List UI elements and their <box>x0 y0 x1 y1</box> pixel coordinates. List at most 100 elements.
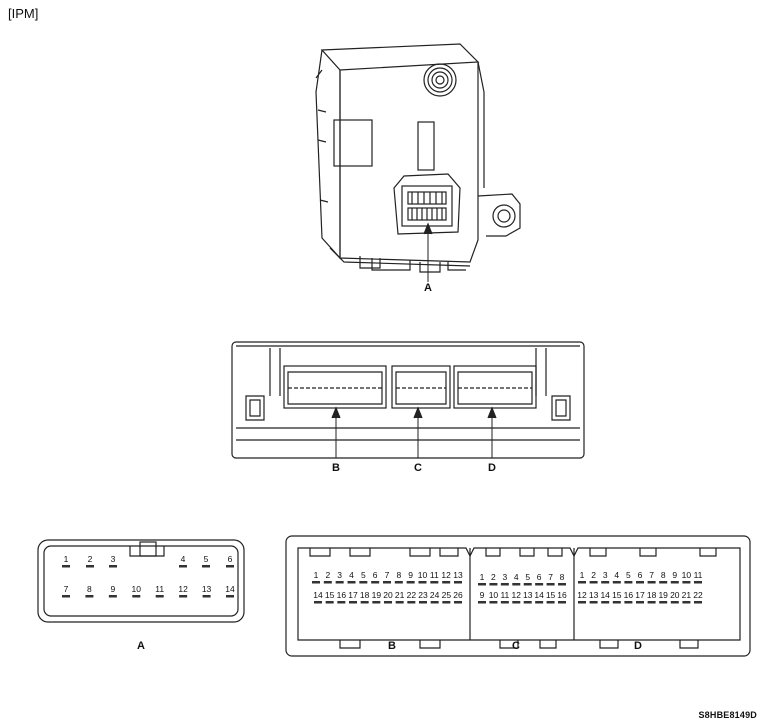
connector-c-pin-13: 13 <box>523 590 533 600</box>
connector-c-pin-3: 3 <box>502 572 507 582</box>
connector-d-terminal-19 <box>659 601 668 604</box>
connector-b-terminal-20 <box>384 601 392 604</box>
label-front-b: B <box>332 462 340 474</box>
connector-d-pin-19: 19 <box>658 590 668 600</box>
connector-b-pin-4: 4 <box>349 570 354 580</box>
connector-a-pin-10: 10 <box>132 584 142 594</box>
connector-b-pin-17: 17 <box>348 590 358 600</box>
connector-c-terminal-12 <box>512 601 521 604</box>
connector-d-terminal-10 <box>682 581 691 584</box>
connector-d-terminal-15 <box>612 601 621 604</box>
connector-b-pin-15: 15 <box>325 590 335 600</box>
connector-d-terminal-14 <box>601 601 610 604</box>
connector-b-pin-5: 5 <box>361 570 366 580</box>
connector-b-pin-14: 14 <box>313 590 323 600</box>
connector-b-pin-6: 6 <box>373 570 378 580</box>
connector-a-pin-2: 2 <box>88 554 93 564</box>
connector-b-pin-11: 11 <box>430 570 439 580</box>
connector-d-terminal-16 <box>624 601 633 604</box>
connector-b-terminal-10 <box>418 581 427 584</box>
connector-b-terminal-17 <box>349 601 357 604</box>
connector-d-terminal-18 <box>647 601 656 604</box>
connector-a-pin-1: 1 <box>64 554 69 564</box>
connector-c-terminal-4 <box>512 583 521 586</box>
label-module-connector-a: A <box>424 282 432 294</box>
connector-b-terminal-2 <box>323 581 332 584</box>
connector-b-terminal-16 <box>337 601 346 604</box>
connector-b-terminal-8 <box>394 581 403 584</box>
connector-c-terminal-1 <box>478 583 486 586</box>
connector-c-pin-16: 16 <box>557 590 567 600</box>
connector-b-terminal-18 <box>360 601 369 604</box>
connector-d-pin-5: 5 <box>626 570 631 580</box>
connector-c-terminal-15 <box>546 601 555 604</box>
connector-a-pin-5: 5 <box>204 554 209 564</box>
connector-d-terminal-5 <box>624 581 633 584</box>
connector-d-terminal-13 <box>589 601 598 604</box>
connector-d-terminal-12 <box>578 601 586 604</box>
connector-d-terminal-7 <box>647 581 656 584</box>
connector-d-terminal-2 <box>589 581 598 584</box>
connector-b-terminal-12 <box>442 581 451 584</box>
connector-d-pin-10: 10 <box>682 570 692 580</box>
figure-code: S8HBE8149D <box>698 710 757 720</box>
connector-d-terminal-11 <box>694 581 702 584</box>
connector-c-pin-4: 4 <box>514 572 519 582</box>
connector-c-terminal-3 <box>500 583 509 586</box>
connector-b-terminal-1 <box>312 581 320 584</box>
connector-c-pin-7: 7 <box>548 572 553 582</box>
connector-a-terminal-13 <box>202 595 211 598</box>
connector-c-terminal-10 <box>489 601 498 604</box>
connector-c-terminal-14 <box>535 601 544 604</box>
connector-a-terminal-7 <box>62 595 70 598</box>
connector-c-pin-12: 12 <box>512 590 522 600</box>
connector-b-pin-18: 18 <box>360 590 370 600</box>
connector-b-pin-21: 21 <box>395 590 405 600</box>
connector-d-pin-22: 22 <box>693 590 703 600</box>
connector-d-pin-4: 4 <box>614 570 619 580</box>
connector-a-terminal-11 <box>155 595 164 598</box>
ipm-module-drawing <box>315 43 521 273</box>
connector-c-pin-2: 2 <box>491 572 496 582</box>
connector-b-pin-23: 23 <box>418 590 428 600</box>
connector-b-terminal-5 <box>359 581 368 584</box>
connector-a-pin-4: 4 <box>181 554 186 564</box>
connector-b-terminal-14 <box>314 601 322 604</box>
connector-c-pin-10: 10 <box>489 590 499 600</box>
connector-c-terminal-2 <box>489 583 498 586</box>
connector-b-pin-12: 12 <box>441 570 451 580</box>
connector-c-terminal-7 <box>546 583 555 586</box>
connector-d-terminal-21 <box>682 601 691 604</box>
connector-b-pin-25: 25 <box>442 590 452 600</box>
connector-c-terminal-9 <box>478 601 486 604</box>
page-title: [IPM] <box>8 6 39 21</box>
connector-d-pin-9: 9 <box>672 570 677 580</box>
connector-b-pin-19: 19 <box>372 590 382 600</box>
connector-d-terminal-17 <box>636 601 644 604</box>
connector-d-pin-21: 21 <box>682 590 692 600</box>
connector-a-terminal-2 <box>86 565 94 568</box>
connector-d-pin-7: 7 <box>649 570 654 580</box>
connector-b-terminal-24 <box>430 601 439 604</box>
connector-b-pin-16: 16 <box>337 590 347 600</box>
connector-b-terminal-4 <box>347 581 356 584</box>
connector-a-pin-11: 11 <box>155 584 164 594</box>
connector-b-terminal-15 <box>325 601 334 604</box>
connector-d-terminal-9 <box>670 581 679 584</box>
connector-b-terminal-19 <box>372 601 381 604</box>
connector-a-terminal-10 <box>132 595 141 598</box>
connector-d-terminal-20 <box>670 601 679 604</box>
connector-d-pin-8: 8 <box>661 570 666 580</box>
connector-b-pin-8: 8 <box>396 570 401 580</box>
label-connector-c: C <box>512 640 520 652</box>
connector-a-face <box>37 539 245 623</box>
connector-b-terminal-25 <box>442 601 451 604</box>
connector-c-pin-15: 15 <box>546 590 556 600</box>
connector-d-terminal-3 <box>601 581 610 584</box>
connector-b-pin-24: 24 <box>430 590 440 600</box>
connector-d-pin-20: 20 <box>670 590 680 600</box>
connector-c-terminal-16 <box>558 601 566 604</box>
connector-d-pin-3: 3 <box>603 570 608 580</box>
connector-b-terminal-26 <box>454 601 462 604</box>
